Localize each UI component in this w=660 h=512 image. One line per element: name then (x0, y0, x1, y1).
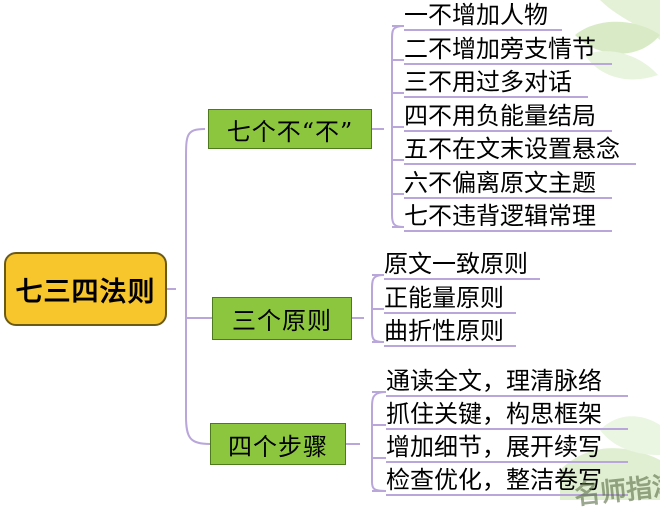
branch-node-four-steps: 四个步骤 (210, 423, 346, 465)
connector-lines (167, 25, 636, 496)
leaf-item: 正能量原则 (384, 284, 504, 312)
root-label: 七三四法则 (15, 276, 156, 308)
leaf-item: 一不增加人物 (404, 1, 548, 29)
branch-label: 三个原则 (232, 307, 332, 335)
leaf-item: 通读全文，理清脉络 (386, 367, 602, 395)
leaf-item: 五不在文末设置悬念 (404, 135, 620, 163)
branch-3-bracket (371, 391, 387, 492)
leaf-item: 曲折性原则 (384, 317, 504, 345)
leaf-item: 增加细节，展开续写 (386, 433, 602, 461)
leaf-item: 二不增加旁支情节 (404, 35, 596, 63)
leaf-item: 原文一致原则 (384, 250, 528, 278)
mindmap-canvas (167, 0, 660, 500)
leaf-item: 七不违背逻辑常理 (404, 202, 596, 230)
leaf-decoration-top (575, 0, 660, 80)
branch-node-seven-nots: 七个不“不” (208, 109, 372, 149)
branch-node-three-principles: 三个原则 (212, 297, 352, 340)
root-bracket (185, 128, 211, 445)
leaf-item: 抓住关键，构思框架 (386, 400, 602, 428)
leaf-item: 六不偏离原文主题 (404, 169, 596, 197)
leaf-item: 检查优化，整洁卷写 (386, 466, 602, 494)
root-node: 七三四法则 (4, 252, 167, 326)
branch-label: 七个不“不” (226, 117, 354, 146)
leaf-item: 四不用负能量结局 (404, 102, 596, 130)
leaf-item: 三不用过多对话 (404, 68, 572, 96)
branch-label: 四个步骤 (228, 432, 328, 461)
